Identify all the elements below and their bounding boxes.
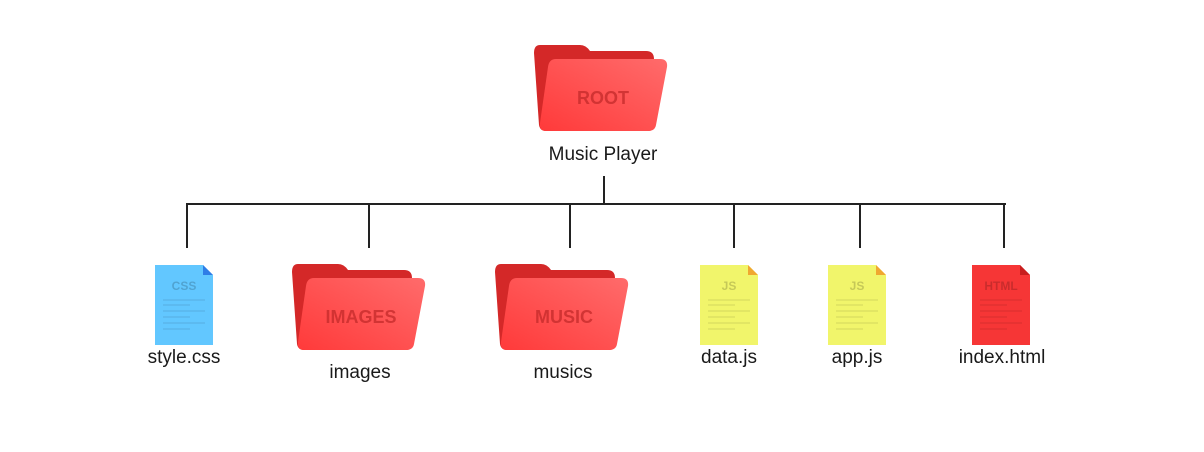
- branch-style-css: [186, 203, 188, 248]
- svg-text:JS: JS: [722, 279, 737, 293]
- html-file-icon: HTML: [972, 265, 1030, 350]
- root-stem: [603, 176, 605, 205]
- node-label: Music Player: [548, 144, 658, 165]
- folder-icon: IMAGES: [292, 264, 426, 357]
- folder-icon: MUSIC: [495, 264, 629, 357]
- css-file-icon: CSS: [155, 265, 213, 350]
- svg-text:ROOT: ROOT: [577, 88, 629, 108]
- folder-icon: ROOT: [534, 45, 668, 138]
- branch-musics: [569, 203, 571, 248]
- branch-app-js: [859, 203, 861, 248]
- svg-text:JS: JS: [850, 279, 865, 293]
- svg-text:HTML: HTML: [984, 279, 1017, 293]
- branch-images: [368, 203, 370, 248]
- node-label: index.html: [958, 347, 1046, 368]
- node-label: app.js: [831, 347, 883, 368]
- node-label: musics: [533, 362, 593, 383]
- horizontal-bus: [186, 203, 1006, 205]
- svg-text:CSS: CSS: [172, 279, 197, 293]
- node-label: images: [329, 362, 391, 383]
- branch-index-html: [1003, 203, 1005, 248]
- node-label: style.css: [147, 347, 221, 368]
- branch-data-js: [733, 203, 735, 248]
- js-file-icon: JS: [828, 265, 886, 350]
- svg-text:MUSIC: MUSIC: [535, 307, 593, 327]
- node-label: data.js: [701, 347, 757, 368]
- js-file-icon: JS: [700, 265, 758, 350]
- svg-text:IMAGES: IMAGES: [325, 307, 396, 327]
